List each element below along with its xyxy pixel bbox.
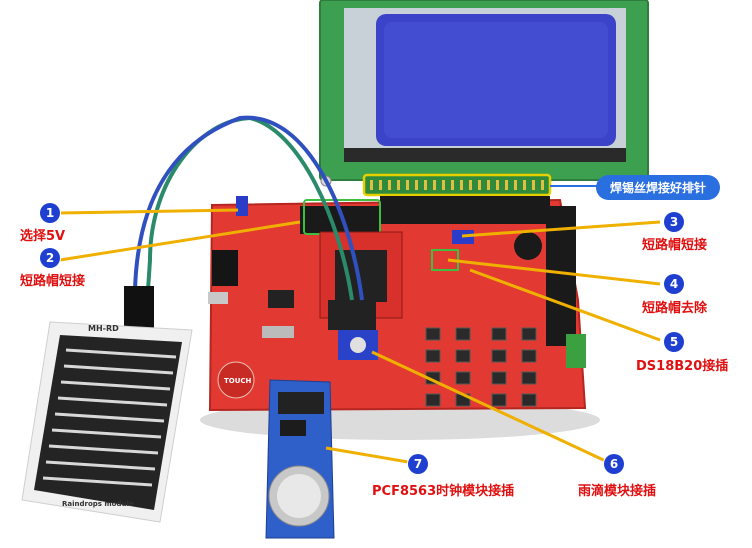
touch-print: TOUCH	[224, 377, 252, 385]
coin-cell-battery-icon	[268, 465, 330, 527]
callout-5-badge: 5	[664, 332, 684, 352]
callout-7-badge: 7	[408, 454, 428, 474]
callout-3-badge: 3	[664, 212, 684, 232]
callout-5-label: DS18B20接插	[636, 359, 729, 374]
callout-2-badge: 2	[40, 248, 60, 268]
callout-7-label: PCF8563时钟模块接插	[372, 484, 515, 499]
callout-6-label: 雨滴模块接插	[578, 484, 657, 499]
rain-sensor-pcb-icon	[21, 286, 193, 523]
lcd-module-icon	[319, 0, 649, 197]
callout-6-badge: 6	[604, 454, 624, 474]
rtc-module-icon	[265, 379, 335, 539]
callout-3-label: 短路帽短接	[642, 238, 708, 253]
callout-2-label: 短路帽短接	[20, 274, 86, 289]
callout-1-badge: 1	[40, 203, 60, 223]
callout-4-label: 短路帽去除	[642, 301, 708, 316]
solder-header-pill: 焊锡丝焊接好排针	[596, 175, 721, 200]
wire-blue	[133, 115, 364, 301]
callout-1-label: 选择5V	[20, 229, 66, 244]
leader-lines	[59, 208, 661, 466]
sensor-top-print: MH-RD	[88, 324, 119, 333]
callout-4-badge: 4	[664, 274, 684, 294]
sensor-bottom-print: Raindrops module	[62, 500, 134, 508]
